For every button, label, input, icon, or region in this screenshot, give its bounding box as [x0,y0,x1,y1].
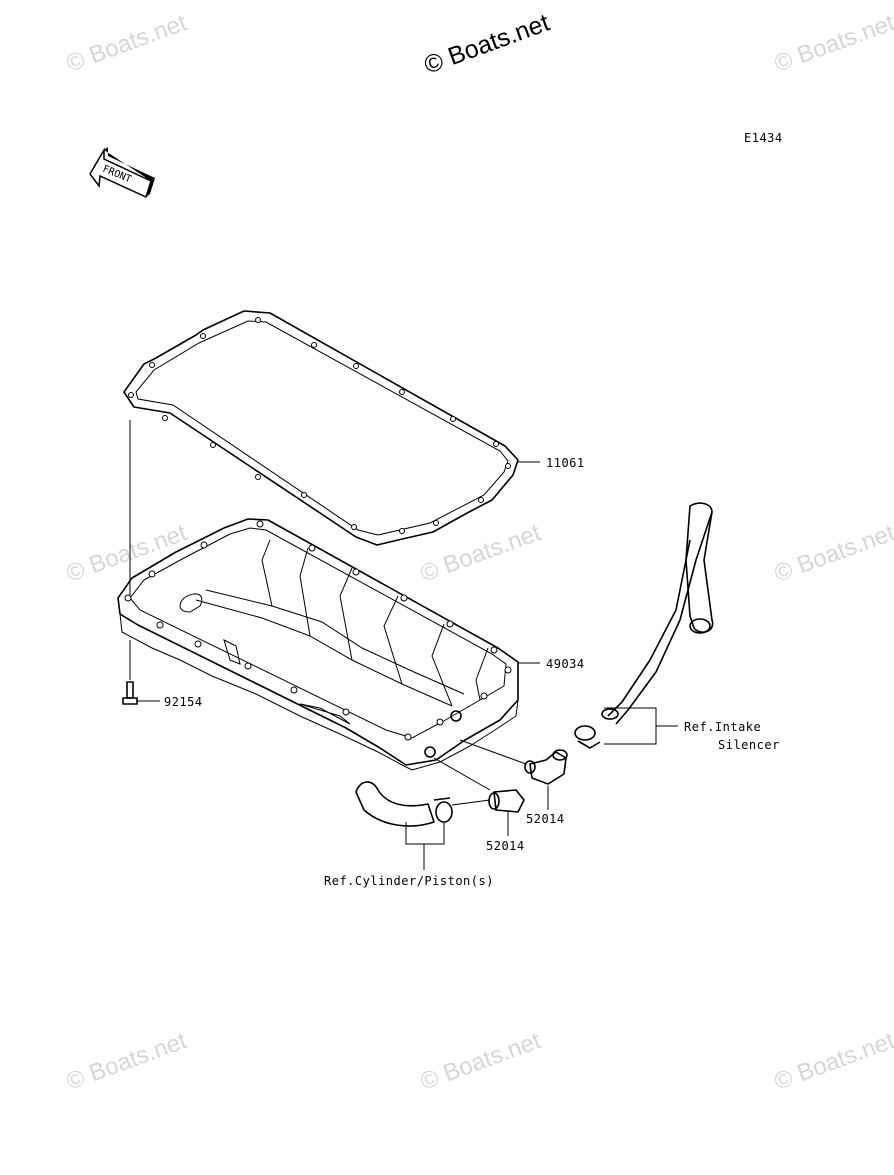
ref-cylinder: Ref.Cylinder/Piston(s) [324,874,494,888]
leader-line [459,739,527,765]
gasket [123,310,519,546]
watermark: © Boats.net [417,519,545,587]
ref-intake-line2: Silencer [718,738,780,752]
cylinder-hose [355,781,453,827]
hose-clamp [574,725,601,749]
watermark: © Boats.net [63,1027,191,1095]
watermark-main: © Boats.net [420,9,553,80]
bracket-intake [604,707,678,745]
watermark: © Boats.net [63,519,191,587]
watermark-grid: © Boats.net © Boats.net © Boats.net © Bo… [63,9,894,1095]
part-number-bolt: 92154 [164,695,203,709]
leader-line [451,799,491,806]
watermark: © Boats.net [417,1027,545,1095]
watermark: © Boats.net [771,9,894,77]
front-arrow-icon: FRONT [89,147,155,199]
part-number-gasket: 11061 [546,456,585,470]
bracket-cylinder [405,822,445,870]
watermark: © Boats.net [771,1027,894,1095]
leader-line [433,757,491,791]
part-number-oil-pan: 49034 [546,657,585,671]
elbow-fitting [524,749,568,785]
intake-hose [601,502,714,725]
oil-pan [117,518,519,771]
straight-fitting [488,789,525,813]
watermark: © Boats.net [63,9,191,77]
bolt [122,681,138,705]
part-number-fitting-upper: 52014 [526,812,565,826]
ref-intake-line1: Ref.Intake [684,720,761,734]
watermark: © Boats.net [771,519,894,587]
part-number-fitting-lower: 52014 [486,839,525,853]
diagram-code: E1434 [744,131,783,145]
